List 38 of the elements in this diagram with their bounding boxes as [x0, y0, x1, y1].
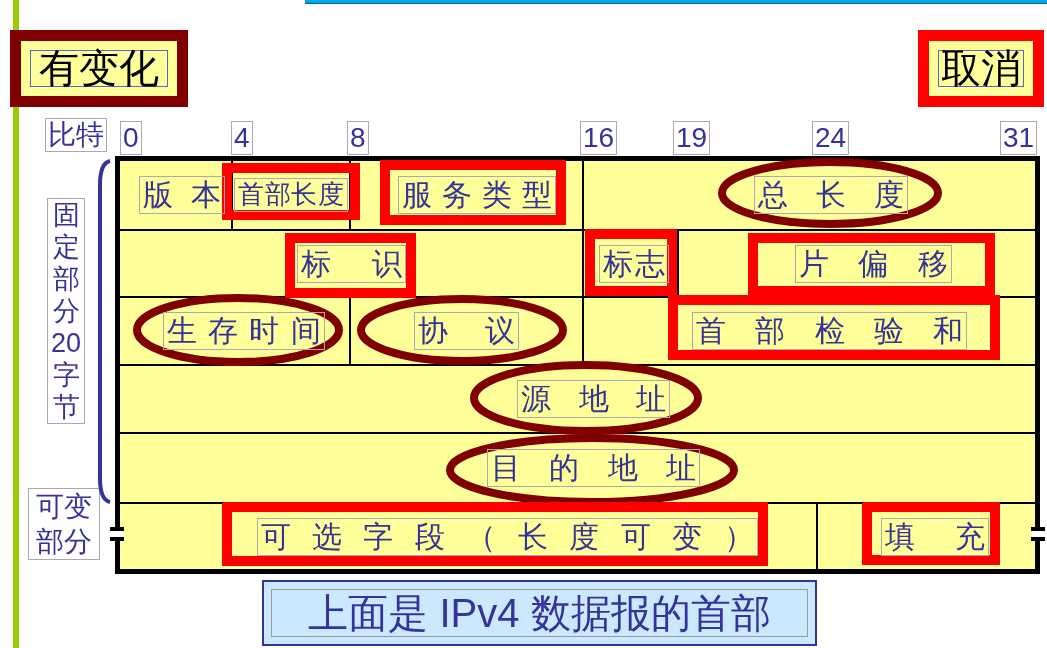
header-field — [817, 503, 1036, 570]
header-field — [232, 160, 350, 230]
field-label: 标志 — [598, 244, 669, 283]
header-field — [119, 433, 1036, 503]
field-label: 首部检验和 — [692, 312, 967, 350]
header-field — [119, 230, 583, 297]
legend-label: 有变化 — [10, 30, 188, 107]
field-label: 首部长度 — [234, 178, 348, 212]
header-field — [583, 297, 1036, 365]
section-label: 可变部分 — [28, 488, 100, 560]
header-field — [119, 503, 817, 570]
field-label: 生存时间 — [162, 312, 325, 350]
field-label: 版本 — [138, 176, 225, 214]
field-label: 源地址 — [517, 380, 670, 418]
header-field — [119, 365, 1036, 433]
bit-number: 4 — [231, 121, 253, 156]
field-label: 协议 — [414, 312, 519, 350]
header-field — [350, 160, 583, 230]
field-label: 服务类型 — [397, 176, 556, 214]
field-label: 片偏移 — [794, 244, 952, 283]
bit-number: 19 — [673, 121, 711, 156]
bit-number: 24 — [812, 121, 850, 156]
header-field — [678, 230, 1036, 297]
caption: 上面是 IPv4 数据报的首部 — [262, 580, 817, 646]
section-label: 固定部分20字节 — [47, 198, 85, 424]
bit-number: 0 — [120, 121, 142, 156]
field-label: 填充 — [880, 517, 989, 556]
bit-number: 8 — [347, 121, 369, 156]
bit-number: 16 — [580, 121, 618, 156]
axis-title: 比特 — [45, 118, 107, 153]
legend-label: 取消 — [918, 30, 1044, 107]
field-label: 目的地址 — [487, 449, 700, 487]
field-label: 可选字段（长度可变） — [256, 517, 758, 556]
field-label: 总长度 — [753, 176, 908, 214]
field-label: 标识 — [296, 244, 406, 283]
header-field — [583, 160, 1036, 230]
header-field — [119, 160, 232, 230]
bit-number: 31 — [1000, 121, 1038, 156]
